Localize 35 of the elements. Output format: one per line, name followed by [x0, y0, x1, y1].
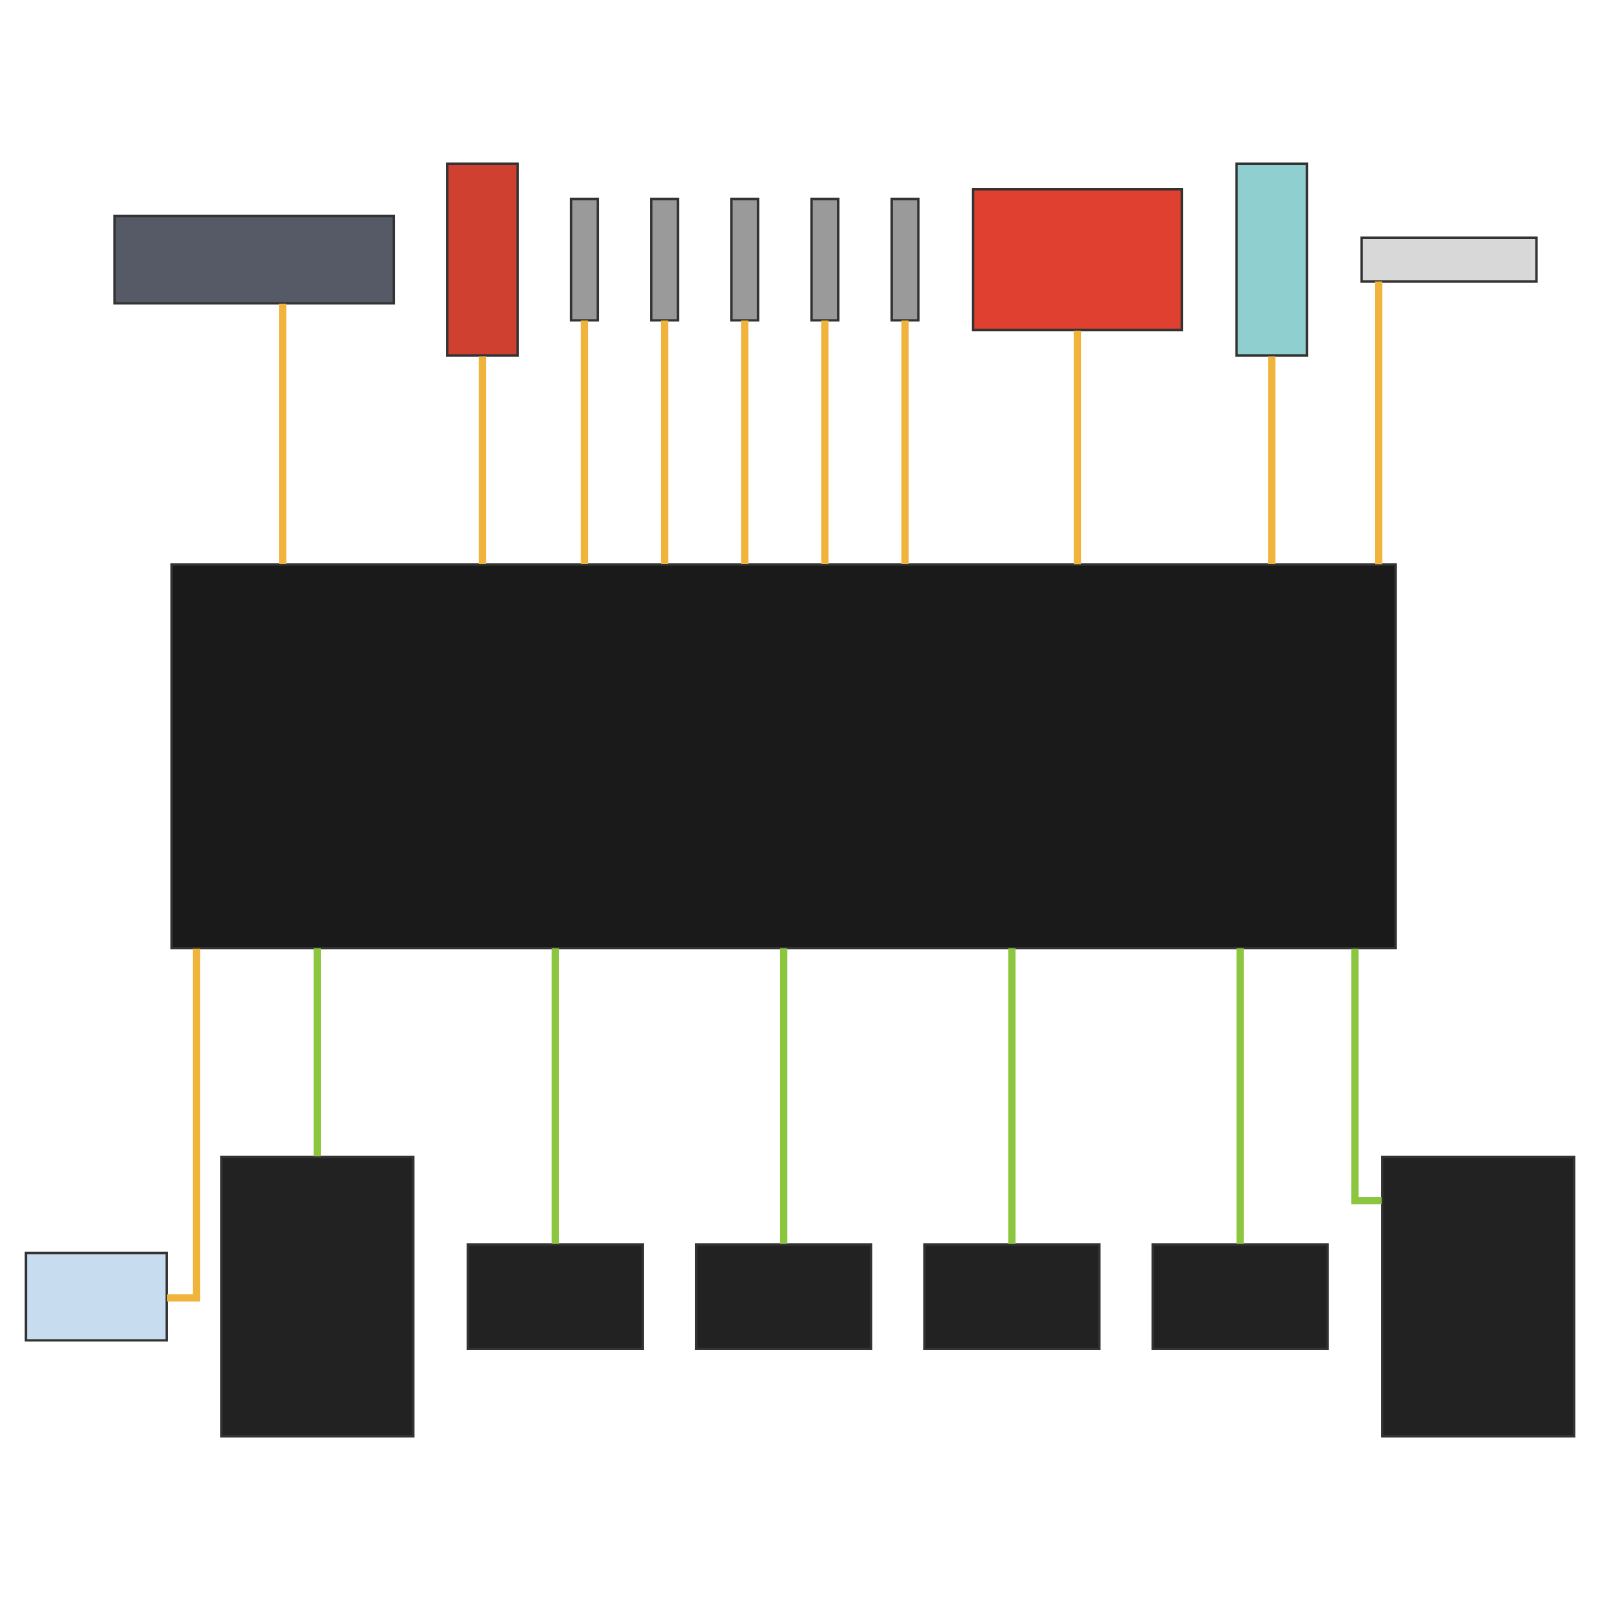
connector — [1268, 356, 1276, 564]
node-box — [466, 1243, 644, 1351]
node-box — [220, 1155, 415, 1438]
connector — [551, 948, 559, 1244]
connector — [1073, 330, 1082, 565]
node-box — [1151, 1243, 1329, 1351]
node-box — [1360, 236, 1538, 283]
node-box — [971, 188, 1184, 332]
node-box — [569, 197, 600, 322]
node-box — [24, 1251, 168, 1342]
connector — [821, 320, 829, 564]
node-box — [1235, 162, 1309, 357]
connector — [167, 948, 201, 1302]
connector — [660, 320, 669, 564]
connector — [901, 320, 909, 564]
connector — [580, 320, 589, 564]
connector — [313, 948, 321, 1157]
connector — [279, 303, 287, 565]
node-box — [923, 1243, 1101, 1351]
connector — [478, 356, 487, 564]
node-box — [810, 197, 840, 322]
connector — [1351, 948, 1382, 1205]
connector — [1236, 948, 1244, 1244]
connector — [1008, 948, 1016, 1244]
connector — [741, 320, 749, 564]
connector — [1374, 281, 1383, 565]
node-box — [694, 1243, 873, 1351]
node-box — [730, 197, 760, 322]
node-box — [890, 197, 920, 322]
node-box — [446, 162, 519, 357]
node-box — [113, 214, 396, 305]
node-box — [170, 563, 1397, 950]
node-box — [650, 197, 680, 322]
node-box — [1381, 1155, 1576, 1438]
connector — [779, 948, 788, 1244]
